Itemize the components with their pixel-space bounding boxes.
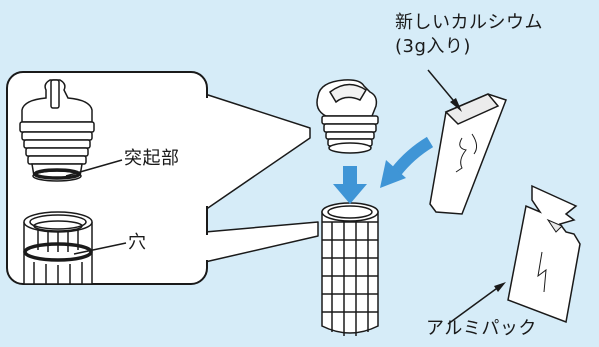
zoom-mesh-icon [23,211,93,285]
zoom-cap-icon [19,79,95,182]
packet-leader-arrowhead [450,98,462,112]
cartridge-cap-icon [316,79,379,154]
pack-leader-arrowhead [494,282,506,292]
insert-down-arrow-icon [333,166,367,204]
protrusion-label: 突起部 [124,148,180,169]
mesh-cartridge-icon [321,202,379,336]
aluminum-pack-label: アルミパック [426,318,537,339]
hole-leader [73,242,127,255]
hole-label: 穴 [128,232,147,253]
new-calcium-amount-label: (3g入り) [395,36,471,57]
calcium-packet-icon [429,93,507,215]
protrusion-leader [65,159,123,177]
pack-leader [447,285,501,325]
new-calcium-label: 新しいカルシウム [395,12,543,33]
pour-arrow-icon [380,136,434,188]
aluminum-pack-icon [507,184,581,324]
